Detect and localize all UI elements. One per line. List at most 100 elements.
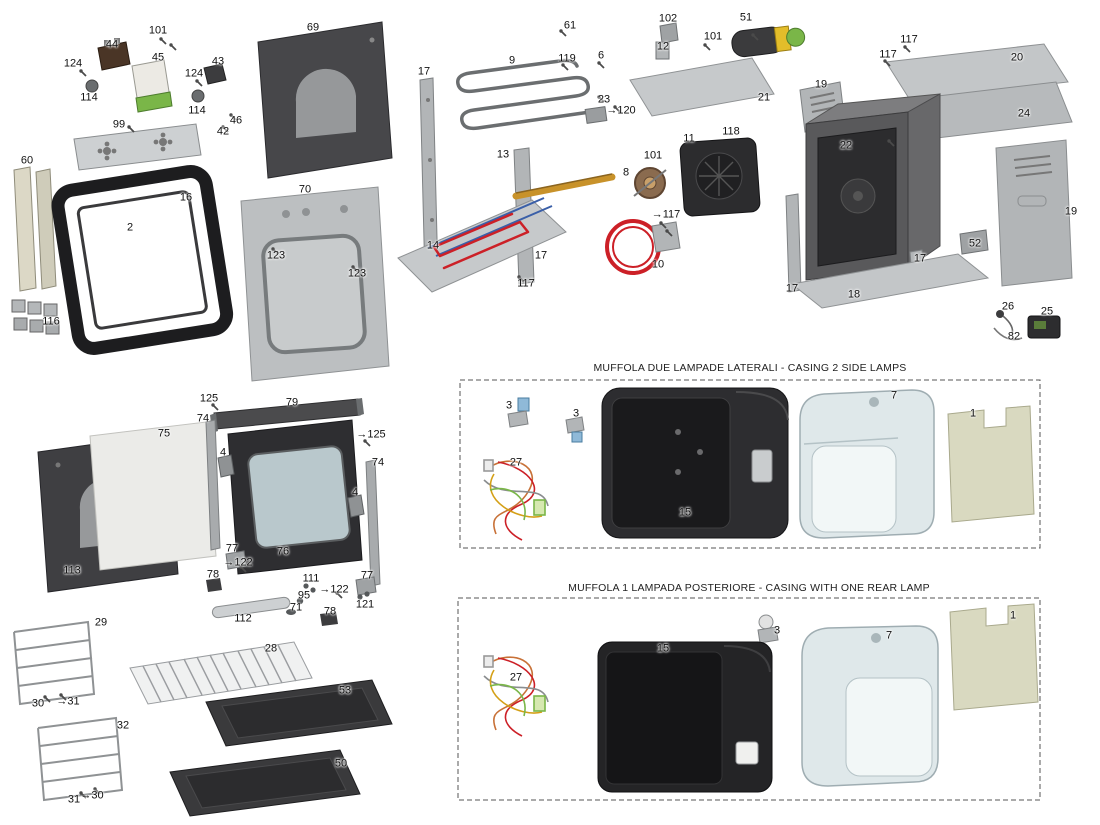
part-25-control-module (1027, 315, 1061, 339)
part-callout-8: 8 (622, 166, 630, 179)
part-43-switch (203, 63, 227, 85)
part-callout-27: 27 (509, 456, 523, 469)
part-callout-117: →117 (651, 208, 681, 221)
part-4-hinge-left (217, 454, 235, 478)
part-77-bracket-right (355, 576, 377, 596)
part-callout-123: 123 (347, 267, 367, 280)
part-callout-42: 42 (216, 125, 230, 138)
part-callout-79: 79 (285, 396, 299, 409)
part-callout-114: 114 (80, 91, 98, 104)
part-27-wiring-harness (483, 459, 549, 541)
part-callout-19: 19 (1064, 205, 1078, 218)
part-callout-17: 17 (785, 282, 799, 295)
part-callout-17: 17 (913, 252, 927, 265)
part-callout-61: 61 (563, 19, 577, 32)
part-callout-117: 117 (900, 33, 918, 46)
part-small-door-hardware (286, 583, 370, 615)
part-2-door-frame (51, 165, 234, 355)
part-callout-9: 9 (508, 54, 516, 67)
part-50-deep-tray (169, 749, 361, 817)
part-callout-101: 101 (703, 30, 723, 43)
part-3-lamp-assembly-a (507, 397, 530, 428)
part-callout-6: 6 (597, 49, 605, 62)
part-callout-77: 77 (225, 542, 239, 555)
part-callout-101: 101 (643, 149, 663, 162)
part-69-outer-door-panel (257, 21, 393, 179)
part-callout-116: 116 (42, 315, 60, 328)
part-29-side-rack (13, 620, 96, 706)
part-callout-70: 70 (298, 183, 312, 196)
part-callout-119: 119 (558, 52, 576, 65)
part-78-stop-left (206, 578, 222, 592)
part-3-rear-lamp (757, 614, 779, 644)
part-callout-23: 23 (597, 93, 611, 106)
part-102-bracket (659, 22, 679, 44)
part-callout-46: 46 (229, 114, 243, 127)
part-callout-75: 75 (157, 427, 171, 440)
part-22-oven-cavity (805, 93, 941, 281)
part-callout-82: 82 (1007, 330, 1021, 343)
part-callout-19: 19 (814, 78, 828, 91)
part-3-lamp-assembly-b (565, 416, 585, 443)
part-callout-22: 22 (839, 139, 853, 152)
part-callout-69: 69 (306, 21, 320, 34)
part-114-grommets (85, 79, 205, 103)
part-callout-25: 25 (1040, 305, 1054, 318)
part-1-rear-cover-a (947, 405, 1035, 523)
part-callout-52: 52 (968, 237, 982, 250)
part-callout-2: 2 (126, 221, 134, 234)
part-callout-31: 31 (67, 793, 81, 806)
part-callout-125: →125 (356, 428, 386, 441)
part-callout-60: 60 (20, 154, 34, 167)
part-15-muffle-two-side-lamps (601, 387, 789, 539)
part-21-top-heat-shield (629, 57, 775, 117)
part-callout-14: 14 (426, 239, 440, 252)
part-78-stop-right (320, 612, 338, 626)
part-32-side-rack (37, 716, 124, 802)
part-11-rear-fan-cover (679, 137, 761, 217)
part-callout-117: 117 (879, 48, 897, 61)
part-callout-18: 18 (847, 288, 861, 301)
part-callout-30: →30 (80, 789, 104, 802)
part-callout-113: 113 (63, 564, 81, 577)
part-19-side-panel-right (995, 139, 1073, 287)
part-callout-3: 3 (505, 399, 513, 412)
part-callout-43: 43 (211, 55, 225, 68)
part-callout-4: 4 (351, 486, 359, 499)
part-callout-121: 121 (355, 598, 375, 611)
part-callout-17: 17 (417, 65, 431, 78)
part-callout-15: 15 (656, 642, 670, 655)
part-top-mount-bracket (73, 123, 202, 171)
part-callout-27: 27 (509, 671, 523, 684)
part-14-bottom-panel-heating (397, 197, 567, 293)
part-callout-124: 124 (63, 57, 83, 70)
part-callout-20: 20 (1010, 51, 1024, 64)
part-callout-17: 17 (534, 249, 548, 262)
part-callout-7: 7 (890, 389, 898, 402)
part-callout-53: 53 (338, 684, 352, 697)
part-callout-26: 26 (1001, 300, 1015, 313)
part-15-muffle-rear-lamp (597, 641, 773, 793)
part-76-door-assembly (227, 419, 363, 575)
part-callout-77: 77 (360, 569, 374, 582)
part-28-wire-shelf (129, 641, 313, 705)
part-callout-1: 1 (1009, 609, 1017, 622)
part-callout-74: 74 (371, 456, 385, 469)
part-7-insulation-casing-b (801, 625, 939, 787)
part-callout-30: 30 (31, 697, 45, 710)
part-74-side-trim-right (365, 459, 381, 587)
part-60-side-trim-strips (13, 166, 57, 292)
part-9-grill-heating-element (456, 58, 608, 131)
part-1-rear-cover-b (949, 603, 1039, 711)
part-callout-122: →122 (223, 556, 253, 569)
part-116-clips (11, 299, 60, 335)
part-callout-21: 21 (757, 91, 771, 104)
part-112-door-handle (211, 596, 291, 619)
part-callout-51: 51 (739, 11, 753, 24)
part-callout-114: 114 (188, 104, 206, 117)
part-10-round-heating-element (605, 219, 681, 275)
part-75-inner-door-glass (89, 421, 217, 571)
part-53-baking-tray (205, 679, 393, 747)
